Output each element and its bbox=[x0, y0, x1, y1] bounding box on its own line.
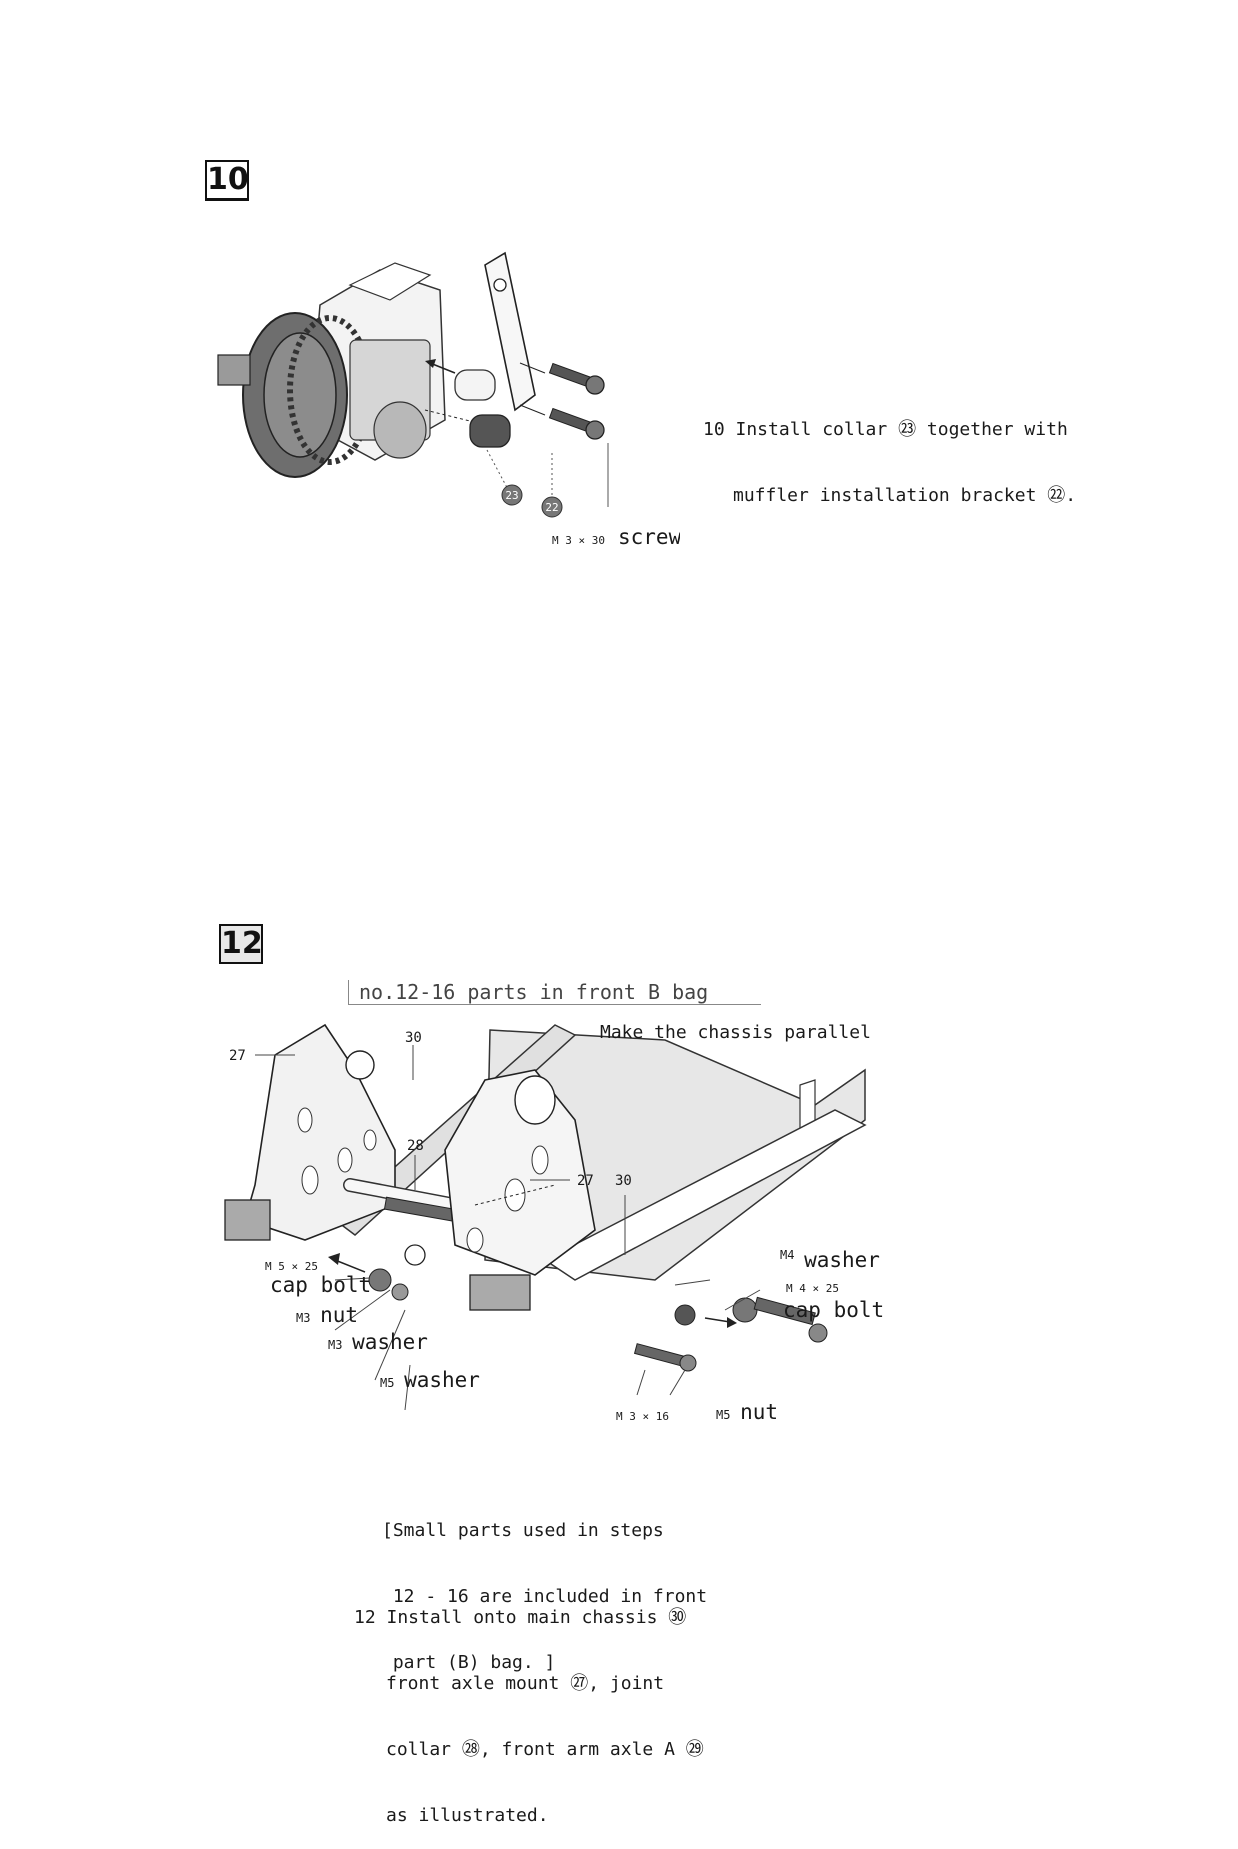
label-27-right: 27 bbox=[577, 1173, 594, 1189]
cap-bolt-right-label: cap bolt bbox=[783, 1298, 885, 1322]
step-12-diagram: 30 27 28 27 30 bbox=[224, 1023, 867, 1411]
cap-bolt-left-label: cap bolt bbox=[270, 1273, 372, 1297]
step-12-badge: 12 bbox=[219, 924, 263, 964]
step-12-instruction-line-4: as illustrated. bbox=[386, 1805, 549, 1826]
step-10-diagram: 23 22 M 3 × 30 screw bbox=[217, 251, 680, 549]
step-10-instruction-line-2: muffler installation bracket ㉒. bbox=[733, 485, 1077, 506]
m5-nut-prefix: M5 bbox=[716, 1408, 731, 1422]
small-parts-line-2: 12 - 16 are included in front bbox=[382, 1586, 708, 1607]
label-30-top: 30 bbox=[405, 1030, 422, 1046]
step-10-badge: 10 bbox=[205, 160, 249, 201]
small-parts-line-3: part (B) bag. ] bbox=[382, 1652, 556, 1673]
label-27-left: 27 bbox=[229, 1048, 246, 1064]
parallel-note: Make the chassis parallel bbox=[600, 1022, 871, 1043]
m5x25-label: M 5 × 25 bbox=[265, 1260, 318, 1273]
m3-nut-label: M3 nut bbox=[296, 1303, 358, 1327]
step-12-instruction-line-2: front axle mount ㉗, joint bbox=[386, 1673, 665, 1694]
m5-nut-label: M5 nut bbox=[716, 1400, 778, 1424]
m5-washer-label: M5 washer bbox=[380, 1368, 480, 1392]
m5-nut-word: nut bbox=[740, 1400, 779, 1424]
callout-23: 23 bbox=[505, 489, 518, 502]
screw-word-label: screw bbox=[618, 525, 680, 549]
small-parts-note: [Small parts used in steps 12 - 16 are i… bbox=[382, 1476, 707, 1696]
m5-washer-word: washer bbox=[404, 1368, 480, 1392]
callout-22: 22 bbox=[545, 501, 558, 514]
bag-note: no.12-16 parts in front B bag bbox=[348, 980, 761, 1005]
step-12-instruction-line-3: collar ㉘, front arm axle A ㉙ bbox=[386, 1739, 704, 1760]
m3-nut-prefix: M3 bbox=[296, 1311, 311, 1325]
step-12-instruction: 12 Install onto main chassis ㉚ front axl… bbox=[354, 1563, 704, 1849]
m4-washer-prefix: M4 bbox=[780, 1248, 795, 1262]
m4x25-label: M 4 × 25 bbox=[786, 1282, 839, 1295]
bag-note-text: no.12-16 parts in front B bag bbox=[359, 980, 709, 1004]
step-12-instruction-line-1: 12 Install onto main chassis ㉚ bbox=[354, 1607, 687, 1628]
m4-washer-label: M4 washer bbox=[780, 1248, 880, 1272]
step-10-instruction: 10 Install collar ㉓ together with muffle… bbox=[703, 375, 1076, 529]
m3-washer-word: washer bbox=[352, 1330, 428, 1354]
m3-nut-word: nut bbox=[320, 1303, 359, 1327]
m4-washer-word: washer bbox=[804, 1248, 880, 1272]
small-parts-line-1: [Small parts used in steps bbox=[382, 1520, 664, 1541]
m5-washer-prefix: M5 bbox=[380, 1376, 395, 1390]
screw-size-label: M 3 × 30 bbox=[552, 534, 605, 547]
label-28: 28 bbox=[407, 1138, 424, 1154]
label-30-right: 30 bbox=[615, 1173, 632, 1189]
m3-washer-prefix: M3 bbox=[328, 1338, 343, 1352]
m3-washer-label: M3 washer bbox=[328, 1330, 428, 1354]
m3x16-label: M 3 × 16 bbox=[616, 1410, 669, 1423]
step-10-instruction-line-1: 10 Install collar ㉓ together with bbox=[703, 419, 1068, 440]
